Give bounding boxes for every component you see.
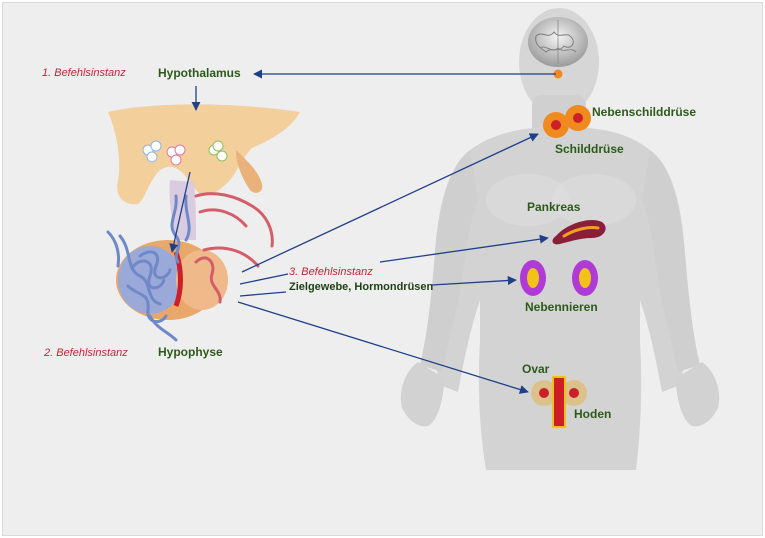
level2-label: 2. Befehlsinstanz: [44, 347, 128, 359]
pancreas-organ: [552, 219, 606, 245]
level3-label: 3. Befehlsinstanz: [289, 266, 373, 278]
level1-label: 1. Befehlsinstanz: [42, 67, 126, 79]
nebenschilddruese-label: Nebenschilddrüse: [592, 105, 697, 119]
hoden-label: Hoden: [574, 407, 612, 421]
schilddruese-label: Schilddrüse: [555, 142, 624, 156]
flow-arrows: [169, 69, 556, 394]
arrow-to-pancreas: [379, 234, 549, 263]
arrow-hypophysis-to-targets: [239, 291, 287, 297]
arrow-hypophysis-to-label: [239, 273, 289, 285]
gonads-organ: [531, 376, 587, 428]
hypothalamus-label: Hypothalamus: [158, 66, 241, 80]
hypothalamus-dot: [553, 69, 563, 79]
arrow-to-thyroid: [241, 133, 539, 273]
arrow-hypothalamus-to-pituitary: [169, 171, 191, 253]
arrow-to-gonads: [237, 301, 529, 394]
pituitary-illustration: [106, 104, 300, 342]
pankreas-label: Pankreas: [527, 200, 581, 214]
arrow-to-adrenal: [431, 275, 517, 286]
brain-image: [528, 17, 588, 67]
targets-label: Zielgewebe, Hormondrüsen: [289, 281, 434, 293]
hypophyse-label: Hypophyse: [158, 345, 223, 359]
ovar-label: Ovar: [522, 362, 550, 376]
thyroid-organ: [543, 105, 591, 138]
nebennieren-label: Nebennieren: [525, 300, 598, 314]
adrenal-glands: [520, 260, 598, 296]
